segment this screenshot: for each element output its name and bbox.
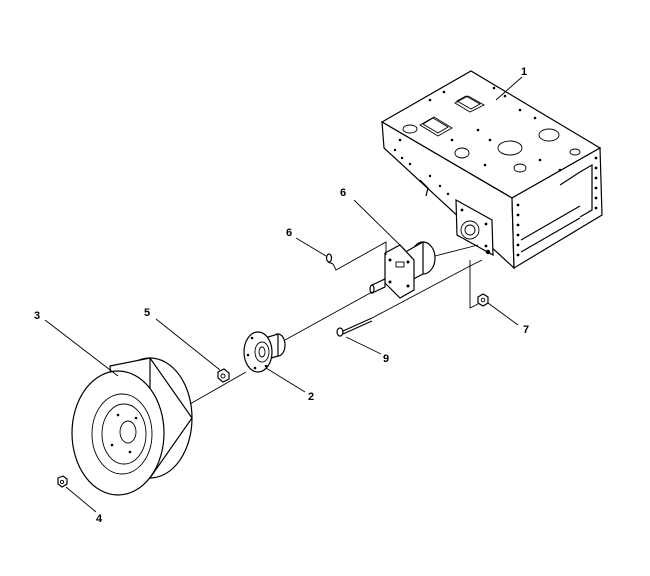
- leader-5: [155, 318, 221, 371]
- assembly-line-screw: [332, 241, 387, 271]
- leader-7: [487, 302, 519, 326]
- callout-3: 3: [34, 310, 40, 322]
- leader-9: [345, 336, 382, 355]
- axle-centerline-3: [434, 244, 479, 257]
- hub-part: [243, 331, 286, 373]
- lug-nut-part: [217, 368, 230, 383]
- callout-7: 7: [523, 324, 529, 336]
- callout-1: 1: [521, 66, 527, 78]
- assembly-line-nut: [469, 282, 479, 309]
- callout-9: 9: [383, 353, 389, 365]
- axle-centerline-2: [284, 291, 373, 341]
- motor-part: [369, 240, 436, 299]
- callout-2: 2: [308, 391, 314, 403]
- bolt-part: [336, 317, 373, 337]
- callout-5: 5: [144, 307, 150, 319]
- leader-6b: [295, 237, 327, 257]
- wheel-nut-part: [57, 475, 68, 488]
- leader-2: [265, 367, 306, 393]
- screw-part: [325, 253, 334, 265]
- leader-4: [65, 486, 97, 513]
- leader-6a: [353, 199, 406, 251]
- frame-nut-part: [477, 293, 489, 307]
- axle-centerline: [189, 371, 247, 405]
- callout-4: 4: [96, 513, 103, 525]
- wheel-part: [71, 356, 193, 496]
- leader-3: [44, 319, 119, 377]
- callout-6-motor: 6: [340, 187, 346, 199]
- callout-6-screw: 6: [286, 227, 292, 239]
- leader-1: [495, 76, 523, 101]
- frame-part: [380, 70, 603, 270]
